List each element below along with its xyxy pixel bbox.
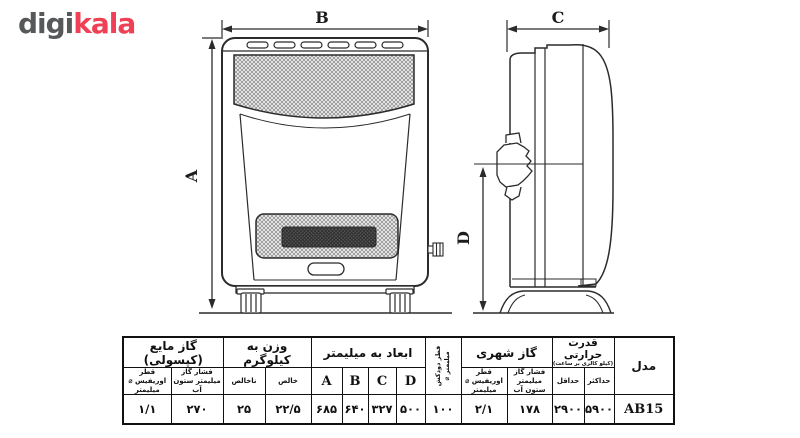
value-weight-gross: ۲۵ bbox=[222, 394, 266, 425]
subheader-city-gas-pressure: فشار گاز میلیمتر ستون آب bbox=[506, 367, 553, 396]
arrow-up-icon bbox=[479, 167, 487, 177]
arrow-left-icon bbox=[507, 25, 517, 33]
col-header-weight: وزن به کیلوگرم bbox=[222, 336, 312, 369]
value-weight-net: ۲۲/۵ bbox=[264, 394, 312, 425]
subheader-dim-c: C bbox=[367, 367, 397, 396]
arrow-up-icon bbox=[208, 39, 216, 49]
subheader-liquid-gas-orifice: قطر اوریفیس ⌀ میلیمتر bbox=[122, 367, 172, 396]
side-view-drawing: C bbox=[454, 8, 614, 314]
value-liquid-gas-pressure: ۲۷۰ bbox=[170, 394, 224, 425]
arrow-right-icon bbox=[599, 25, 609, 33]
subheader-weight-net: خالص bbox=[264, 367, 312, 396]
thermal-subtitle: (کیلو کالری بر ساعت) bbox=[552, 361, 614, 368]
thermal-title: قدرت حرارتی bbox=[563, 337, 603, 361]
subheader-city-gas-orifice: قطر اوریفیس ⌀ میلیمتر bbox=[460, 367, 508, 396]
lower-grille-inner bbox=[281, 226, 377, 248]
arrow-down-icon bbox=[479, 301, 487, 311]
chimney-header-text: قطر دودکش میلیمتر ⌀ bbox=[434, 345, 451, 387]
arrow-right-icon bbox=[418, 25, 428, 33]
dimension-d bbox=[474, 163, 583, 311]
value-liquid-gas-orifice: ۱/۱ bbox=[122, 394, 172, 425]
side-valve-bump bbox=[496, 132, 533, 201]
col-header-thermal-power: قدرت حرارتی (کیلو کالری بر ساعت) bbox=[551, 336, 615, 369]
digikala-logo: digikala bbox=[18, 7, 136, 40]
value-thermal-min: ۲۹۰۰ bbox=[551, 394, 585, 425]
side-foot bbox=[499, 290, 612, 314]
dimension-a bbox=[202, 37, 223, 309]
side-width-label: C bbox=[552, 8, 565, 27]
value-city-gas-orifice: ۲/۱ bbox=[460, 394, 508, 425]
value-dim-d: ۵۰۰ bbox=[395, 394, 426, 425]
spec-table: مدل قدرت حرارتی (کیلو کالری بر ساعت) گاز… bbox=[122, 336, 675, 425]
dimension-b bbox=[221, 20, 429, 37]
subheader-weight-gross: ناخالص bbox=[222, 367, 266, 396]
value-chimney-diameter: ۱۰۰ bbox=[424, 394, 462, 425]
subheader-dim-b: B bbox=[341, 367, 369, 396]
value-model: AB15 bbox=[613, 394, 675, 425]
value-dim-b: ۶۴۰ bbox=[341, 394, 369, 425]
front-view-drawing: B A bbox=[182, 8, 452, 314]
col-header-liquid-gas: گاز مایع (کپسولی) bbox=[122, 336, 224, 369]
arrow-left-icon bbox=[222, 25, 232, 33]
mesh-seam-line bbox=[239, 113, 411, 129]
arrow-down-icon bbox=[208, 299, 216, 309]
value-dim-a: ۶۸۵ bbox=[310, 394, 343, 425]
heater-technical-drawing: B A bbox=[182, 8, 614, 314]
value-thermal-max: ۵۹۰۰ bbox=[583, 394, 615, 425]
dimension-c bbox=[506, 20, 610, 52]
right-foot bbox=[385, 288, 414, 314]
top-vent-slots bbox=[223, 41, 427, 52]
col-header-city-gas: گاز شهری bbox=[460, 336, 553, 369]
left-foot bbox=[236, 288, 265, 314]
subheader-dim-d: D bbox=[395, 367, 426, 396]
upper-mesh-grille bbox=[233, 54, 415, 119]
gas-valve-knob bbox=[427, 242, 444, 257]
col-header-dimensions: ابعاد به میلیمتر bbox=[310, 336, 426, 369]
subheader-thermal-max: حداکثر bbox=[583, 367, 615, 396]
side-height-label: D bbox=[454, 231, 473, 245]
logo-part-kala: kala bbox=[73, 7, 136, 40]
handle-pill bbox=[307, 262, 345, 276]
front-width-label: B bbox=[315, 8, 329, 27]
value-city-gas-pressure: ۱۷۸ bbox=[506, 394, 553, 425]
front-height-label: A bbox=[182, 169, 201, 183]
col-header-chimney-diameter: قطر دودکش میلیمتر ⌀ bbox=[424, 336, 462, 396]
value-dim-c: ۳۲۷ bbox=[367, 394, 397, 425]
logo-part-digi: digi bbox=[18, 7, 74, 40]
subheader-dim-a: A bbox=[310, 367, 343, 396]
base-plinth bbox=[235, 285, 415, 294]
subheader-liquid-gas-pressure: فشار گاز میلیمتر ستون آب bbox=[170, 367, 224, 396]
subheader-thermal-min: حداقل bbox=[551, 367, 585, 396]
col-header-model: مدل bbox=[613, 336, 675, 396]
